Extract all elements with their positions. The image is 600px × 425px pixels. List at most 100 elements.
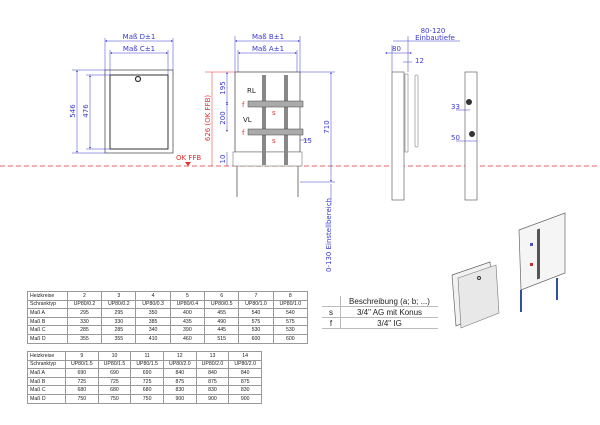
- table-cell: 680: [130, 385, 164, 395]
- table-cell: 875: [228, 376, 262, 387]
- table-cell: 830: [195, 385, 230, 395]
- table-cell: 530: [238, 325, 274, 335]
- dim-80-120: 80-120: [421, 27, 446, 35]
- row-header-cell: Heizkreise: [27, 351, 66, 361]
- dim-546: 546: [69, 104, 77, 118]
- row-header-cell: Maß A: [27, 368, 66, 378]
- cabinet-3d-open: [518, 212, 566, 312]
- table-cell: 385: [135, 316, 171, 327]
- table-cell: UP80/0.5: [204, 299, 240, 310]
- legend-key: s: [322, 306, 341, 318]
- dim-195: 195: [219, 81, 227, 94]
- table-cell: 295: [66, 308, 103, 318]
- label-s-flow: s: [272, 137, 276, 145]
- table-cell: UP80/1.0: [272, 299, 309, 310]
- ok-ffb-label: OK FFB: [176, 154, 201, 162]
- table-cell: 355: [101, 333, 137, 344]
- table-cell: 750: [64, 393, 99, 404]
- table-cell: 875: [162, 376, 197, 387]
- table-cell: UP80/2.0: [162, 359, 197, 370]
- table-cell: 725: [64, 376, 99, 387]
- table-cell: 690: [64, 368, 99, 378]
- table-cell: 2: [66, 291, 103, 301]
- table-cell: 410: [135, 333, 171, 344]
- dim-10: 10: [219, 155, 227, 164]
- table-cell: 340: [135, 325, 171, 335]
- cabinet-3d-closed: [451, 261, 500, 329]
- table-cell: 750: [130, 393, 164, 404]
- table-cell: 350: [135, 308, 171, 318]
- table-cell: 390: [169, 325, 206, 335]
- legend-value: 3/4" AG mit Konus: [340, 306, 438, 318]
- table-cell: 12: [162, 351, 197, 361]
- table-cell: 445: [204, 325, 240, 335]
- table-cell: 600: [272, 333, 309, 344]
- table-cell: 455: [204, 308, 240, 318]
- dim-mass-a: Maß A±1: [252, 45, 284, 53]
- table-cell: UP80/1.0: [238, 299, 274, 310]
- legend-key: f: [322, 317, 341, 329]
- table-cell: 515: [204, 333, 240, 344]
- table-cell: 575: [238, 316, 274, 327]
- row-header-cell: Maß D: [27, 333, 68, 344]
- legend-value: 3/4" IG: [340, 317, 438, 329]
- dim-200: 200: [219, 111, 227, 124]
- table-cell: 840: [228, 368, 262, 378]
- table-cell: 9: [64, 351, 99, 361]
- dim-15: 15: [303, 137, 312, 145]
- table-cell: UP80/0.2: [66, 299, 103, 310]
- table-cell: 540: [272, 308, 309, 318]
- table-cell: 285: [66, 325, 103, 335]
- table-cell: 435: [169, 316, 206, 327]
- table-cell: 490: [204, 316, 240, 327]
- dim-476: 476: [82, 104, 90, 118]
- table-cell: 460: [169, 333, 206, 344]
- table-cell: 400: [169, 308, 206, 318]
- table-cell: 7: [238, 291, 274, 301]
- table-cell: 875: [195, 376, 230, 387]
- table-cell: 6: [204, 291, 240, 301]
- table-cell: 295: [101, 308, 137, 318]
- legend-header: Beschreibung (a; b; ...): [340, 296, 438, 307]
- dim-12: 12: [415, 57, 424, 65]
- table-cell: 285: [101, 325, 137, 335]
- dim-626-ok-ffb: 626 (OK FFB): [204, 95, 212, 141]
- row-header-cell: Maß C: [27, 385, 66, 395]
- table-cell: 725: [130, 376, 164, 387]
- table-cell: 5: [169, 291, 206, 301]
- table-cell: UP80/0.4: [169, 299, 206, 310]
- flow-manifold: [247, 128, 304, 136]
- table-cell: 3: [101, 291, 137, 301]
- table-cell: 680: [97, 385, 132, 395]
- table-cell: 10: [97, 351, 132, 361]
- row-header-cell: Maß D: [27, 393, 66, 404]
- table-cell: 900: [228, 393, 262, 404]
- table-cell: 13: [195, 351, 230, 361]
- table-cell: 530: [272, 325, 309, 335]
- table-cell: UP80/0.3: [135, 299, 171, 310]
- table-cell: 14: [228, 351, 262, 361]
- row-header-cell: Schranktyp: [27, 299, 68, 310]
- table-cell: UP80/1.5: [130, 359, 164, 370]
- label-rl: RL: [247, 87, 256, 95]
- table-cell: UP80/0.2: [101, 299, 137, 310]
- table-cell: 575: [272, 316, 309, 327]
- table-cell: 600: [238, 333, 274, 344]
- table-cell: 330: [101, 316, 137, 327]
- table-cell: 840: [195, 368, 230, 378]
- table-cell: 540: [238, 308, 274, 318]
- table-cell: 830: [162, 385, 197, 395]
- table-cell: 750: [97, 393, 132, 404]
- table-cell: UP80/1.5: [97, 359, 132, 370]
